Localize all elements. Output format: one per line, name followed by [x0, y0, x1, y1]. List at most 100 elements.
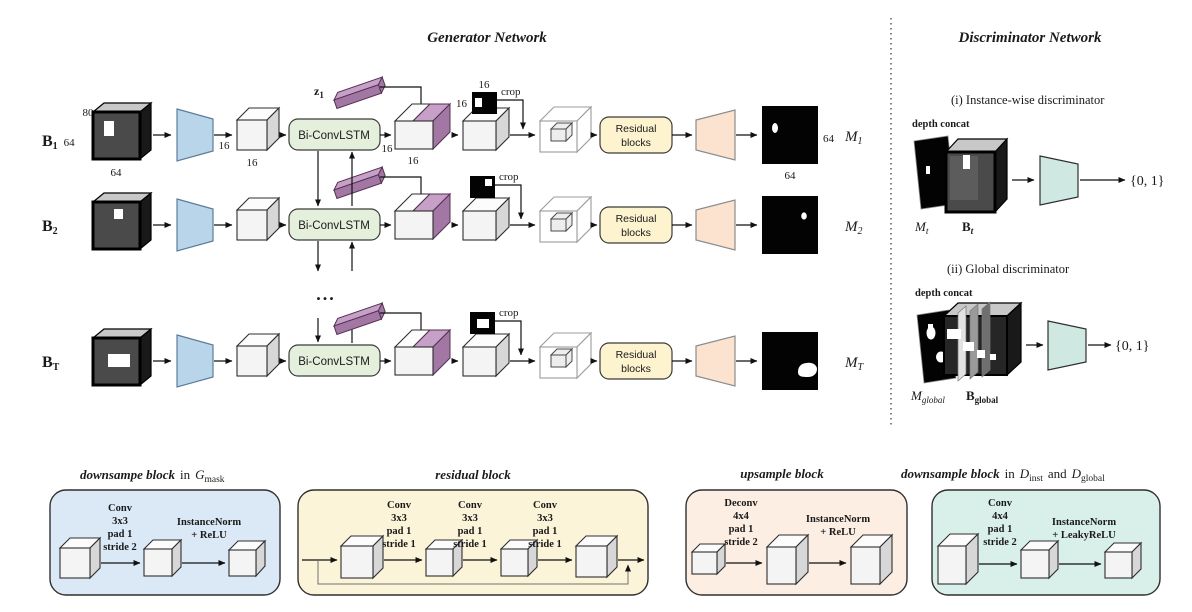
crop-label: crop	[499, 307, 519, 319]
legend-box	[297, 489, 649, 596]
op-label: pad 1	[988, 524, 1013, 535]
input-patch	[108, 354, 130, 367]
op-label: stride 1	[453, 539, 487, 550]
noise-slab	[333, 165, 386, 200]
mask-blob	[798, 362, 817, 377]
cube	[142, 538, 183, 578]
feature-cube	[461, 106, 511, 152]
feature-cube-encoded	[235, 332, 281, 378]
feature-cube	[461, 196, 511, 242]
cube	[849, 533, 894, 586]
discriminator-title: Discriminator Network	[958, 30, 1102, 46]
crop-label: crop	[501, 86, 521, 98]
mask-label: Mglobal	[910, 388, 945, 405]
op-label: pad 1	[729, 524, 754, 535]
bi-convlstm-label: Bi-ConvLSTM	[298, 356, 370, 368]
output-mask	[762, 332, 818, 390]
bi-convlstm-label: Bi-ConvLSTM	[298, 220, 370, 232]
legend-title: upsample block	[740, 466, 824, 481]
op-label: InstanceNorm	[806, 514, 870, 525]
op-label: InstanceNorm	[177, 517, 241, 528]
cube	[424, 538, 464, 578]
input-label: Bglobal	[966, 388, 999, 405]
downsample-trapezoid	[176, 198, 214, 252]
upsample-trapezoid	[695, 335, 736, 387]
op-label: 3x3	[112, 516, 128, 527]
cube	[499, 538, 539, 578]
output-set: {0, 1}	[1115, 339, 1149, 354]
residual-label: blocks	[621, 137, 651, 149]
op-label: 4x4	[992, 511, 1009, 522]
discriminator-trapezoid	[1039, 155, 1079, 206]
op-label: stride 2	[103, 542, 137, 553]
cube	[574, 534, 619, 579]
mask-dim-bottom: 64	[785, 170, 797, 182]
generator-row-3: BT Bi-ConvLSTM crop	[42, 301, 865, 390]
out-dim-bottom: 16	[408, 155, 420, 167]
op-label: Conv	[108, 503, 133, 514]
wireframe-cube	[538, 331, 593, 380]
legend-upsample: upsample block Deconv 4x4 pad 1 stride 2…	[685, 466, 908, 596]
input-patch	[104, 121, 114, 136]
skip-connection	[317, 560, 631, 585]
crop-arrow	[495, 184, 524, 220]
cube	[1103, 541, 1143, 580]
concat-feature-cube	[393, 102, 452, 151]
mask-label: Mt	[914, 219, 929, 237]
z-arrow	[380, 312, 424, 337]
op-label: pad 1	[387, 526, 412, 537]
cube	[58, 536, 102, 580]
op-label: Deconv	[724, 498, 758, 509]
cube	[1019, 539, 1060, 580]
residual-label: blocks	[621, 363, 651, 375]
crop-dim-top: 16	[479, 79, 491, 91]
cube	[227, 539, 267, 578]
depth-concat-label: depth concat	[912, 119, 970, 130]
dim-top: 80	[83, 107, 95, 119]
op-label: pad 1	[458, 526, 483, 537]
bi-convlstm-label: Bi-ConvLSTM	[298, 130, 370, 142]
enc-dim-left: 16	[219, 140, 231, 152]
crop-mask	[472, 92, 497, 114]
upsample-trapezoid	[695, 199, 736, 251]
op-label: 3x3	[537, 513, 553, 524]
op-label: Conv	[988, 498, 1013, 509]
output-mask	[762, 106, 818, 164]
legend-title: residual block	[435, 467, 511, 482]
instance-discriminator: (i) Instance-wise discriminator depth co…	[912, 93, 1164, 237]
op-label: InstanceNorm	[1052, 517, 1116, 528]
op-label: pad 1	[108, 529, 133, 540]
legend-residual: residual block Conv 3x3 pad 1 stride 1 C…	[297, 467, 649, 596]
downsample-trapezoid	[176, 108, 214, 162]
wireframe-cube	[538, 105, 593, 154]
input-patch	[114, 209, 123, 219]
noise-slab	[333, 75, 386, 110]
mask-blob	[772, 123, 778, 133]
op-label: stride 1	[382, 539, 416, 550]
global-discriminator: (ii) Global discriminator depth concat {…	[910, 262, 1149, 405]
wireframe-cube	[538, 195, 593, 244]
concat-feature-cube	[393, 328, 452, 377]
residual-label: Residual	[616, 213, 657, 225]
residual-label: blocks	[621, 227, 651, 239]
cube	[765, 533, 810, 586]
op-label: + ReLU	[820, 527, 856, 538]
crop-mask	[470, 312, 495, 334]
lstm-vertical-connections: ...	[315, 151, 355, 343]
crop-mask	[470, 176, 495, 198]
op-label: 3x3	[391, 513, 407, 524]
op-label: pad 1	[533, 526, 558, 537]
discriminator-trapezoid	[1047, 320, 1087, 371]
op-label: stride 2	[983, 537, 1017, 548]
feature-cube-encoded	[235, 106, 281, 152]
op-label: 4x4	[733, 511, 750, 522]
downsample-trapezoid	[176, 334, 214, 388]
instance-heading: (i) Instance-wise discriminator	[951, 93, 1105, 107]
crop-arrow	[495, 320, 524, 356]
